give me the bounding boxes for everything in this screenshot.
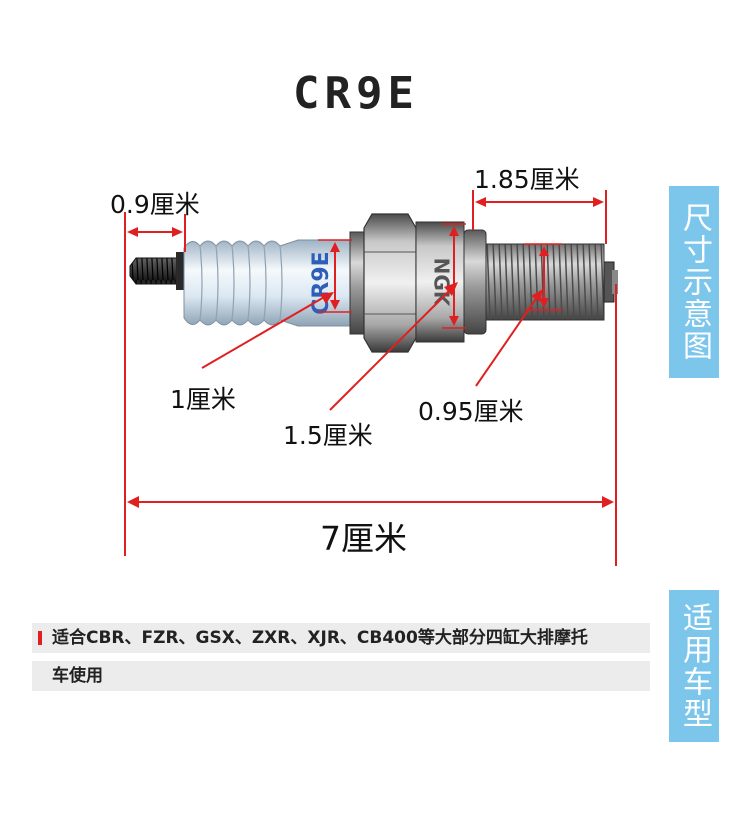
label-insulator-dia: 1厘米 <box>170 385 236 414</box>
label-thread-length: 1.85厘米 <box>474 165 580 194</box>
bullet-marker <box>38 631 42 645</box>
label-total-length: 7厘米 <box>320 519 407 558</box>
plug-print-nut: NGK <box>430 258 454 308</box>
leader-gasket <box>329 287 453 411</box>
terminal-thread <box>129 257 183 285</box>
terminal-neck <box>176 252 186 290</box>
size-diagram-tab: 尺寸示意图 <box>669 186 719 378</box>
label-thread-dia: 0.95厘米 <box>418 397 524 426</box>
title: CR9E <box>293 68 419 119</box>
spark-plug: CR9E NGK <box>129 213 618 353</box>
dimension-lines <box>124 190 617 566</box>
application-row-2: 车使用 <box>32 661 650 691</box>
application-text-1: 适合CBR、FZR、GSX、ZXR、XJR、CB400等大部分四缸大排摩托 <box>52 628 588 648</box>
application-row-1: 适合CBR、FZR、GSX、ZXR、XJR、CB400等大部分四缸大排摩托 <box>32 623 650 653</box>
leader-thread <box>475 295 539 387</box>
plug-print: CR9E <box>309 251 334 314</box>
label-gasket-dia: 1.5厘米 <box>283 421 373 450</box>
insulator-ribs <box>199 245 283 321</box>
leader-insulator <box>201 295 327 369</box>
gasket <box>463 229 487 335</box>
application-text-2: 车使用 <box>52 666 103 686</box>
label-terminal-length: 0.9厘米 <box>110 190 200 219</box>
applicable-models-tab: 适用车型 <box>669 590 719 742</box>
